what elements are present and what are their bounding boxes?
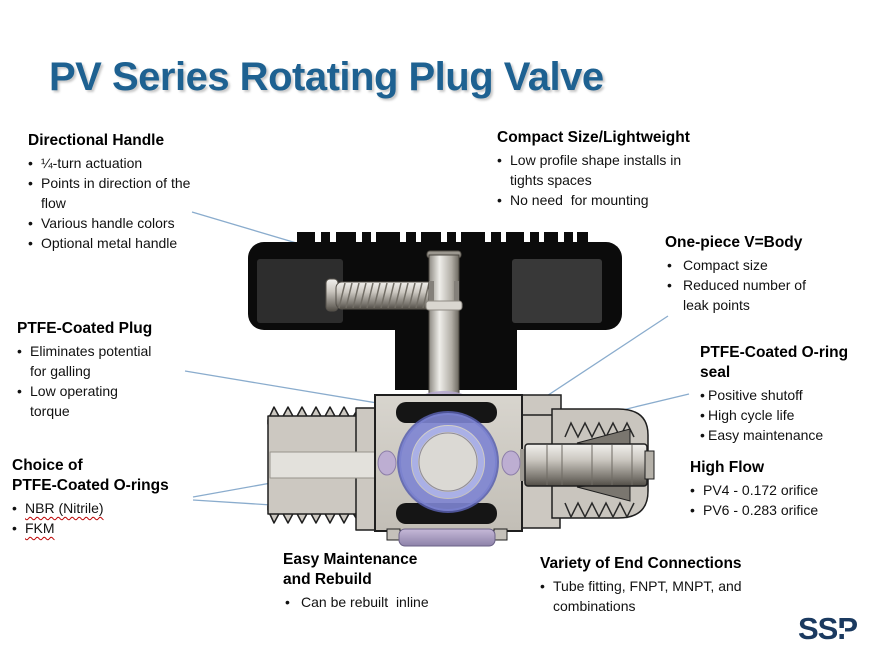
- bullet-marker: •: [17, 383, 22, 399]
- tube-tip: [644, 450, 655, 480]
- bullet-marker: •: [700, 387, 705, 403]
- callout-oring-seal: PTFE-Coated O-ring seal •Positive shutof…: [700, 343, 880, 445]
- nut-threads-bottom: [564, 501, 635, 519]
- callout-end-connections: Variety of End Connections •Tube fitting…: [540, 554, 788, 616]
- bullet-item: •PV4 - 0.172 orifice: [690, 482, 819, 498]
- bullet-marker: •: [690, 482, 695, 498]
- bullet-marker: •: [667, 257, 672, 273]
- bullet-marker: •: [540, 578, 545, 594]
- bullet-marker: •: [690, 502, 695, 518]
- bullet-marker: •: [28, 175, 33, 191]
- bullet-item: •¼-turn actuation: [28, 155, 143, 171]
- bullet-item: •Low profile shape installs in tights sp…: [497, 152, 682, 188]
- leader-line-ptfe-plug: [184, 370, 408, 409]
- bullet-marker: •: [285, 594, 290, 610]
- screw-threads: [338, 282, 430, 309]
- callout-heading: Variety of End Connections: [540, 555, 742, 572]
- callout-heading: Directional Handle: [28, 132, 165, 149]
- handle-panel-right: [512, 259, 602, 323]
- callout-heading: One-piece V=Body: [665, 234, 803, 251]
- callout-directional-handle: Directional Handle •¼-turn actuation •Po…: [28, 131, 246, 253]
- callout-high-flow: High Flow •PV4 - 0.172 orifice •PV6 - 0.…: [690, 458, 883, 520]
- bullet-marker: •: [497, 192, 502, 208]
- bullet-marker: •: [17, 343, 22, 359]
- bullet-item: •No need for mounting: [497, 192, 649, 208]
- bullet-marker: •: [28, 155, 33, 171]
- callout-heading: PTFE-Coated Plug: [17, 320, 153, 337]
- left-npt-fitting: [267, 406, 377, 531]
- bottom-cap: [398, 528, 496, 547]
- callout-heading: Easy Maintenance and Rebuild: [283, 551, 418, 588]
- callout-compact-size: Compact Size/Lightweight •Low profile sh…: [497, 128, 727, 210]
- right-tube-fitting: [520, 408, 655, 519]
- callout-choice-orings: Choice of PTFE-Coated O-rings •NBR (Nitr…: [12, 456, 212, 538]
- cap-tab-right: [493, 528, 508, 541]
- bullet-marker: •: [700, 407, 705, 423]
- callout-heading: Choice of PTFE-Coated O-rings: [12, 457, 169, 494]
- cap-tab-left: [386, 528, 401, 541]
- bullet-marker: •: [28, 235, 33, 251]
- bullet-item: •Can be rebuilt inline: [285, 594, 429, 610]
- callout-heading: PTFE-Coated O-ring seal: [700, 344, 849, 381]
- callout-one-piece-body: One-piece V=Body •Compact size •Reduced …: [665, 233, 870, 315]
- bullet-marker: •: [28, 215, 33, 231]
- bullet-marker: •: [497, 152, 502, 168]
- right-port-seal: [501, 450, 521, 476]
- bullet-item: •High cycle life: [700, 407, 795, 423]
- valve-stem: [423, 250, 465, 403]
- bullet-marker: •: [12, 520, 17, 536]
- callout-easy-maintenance: Easy Maintenance and Rebuild •Can be reb…: [283, 550, 473, 612]
- callout-heading: High Flow: [690, 459, 765, 476]
- bullet-marker: •: [700, 427, 705, 443]
- bullet-item: •Low operating torque: [17, 383, 118, 419]
- ssp-logo-text: SSP: [798, 611, 857, 646]
- tube: [524, 443, 648, 487]
- bullet-item: •Reduced number of leak points: [667, 277, 806, 313]
- bullet-item: •Optional metal handle: [28, 235, 178, 251]
- bullet-item: •Various handle colors: [28, 215, 175, 231]
- blue-o-ring-seal: [397, 411, 499, 513]
- bullet-item: •FKM: [12, 520, 55, 536]
- bullet-item: •PV6 - 0.283 orifice: [690, 502, 819, 518]
- page-title: PV Series Rotating Plug Valve: [49, 55, 604, 99]
- bullet-item: •Positive shutoff: [700, 387, 803, 403]
- ssp-logo: SSP: [798, 611, 858, 646]
- handle-panel-left: [257, 259, 343, 323]
- set-screw: [325, 278, 435, 312]
- bullet-item: •NBR (Nitrile): [12, 500, 104, 516]
- logo-p-stem-gap: [837, 628, 845, 634]
- bullet-item: •Eliminates potential for galling: [17, 343, 152, 379]
- bullet-item: •Easy maintenance: [700, 427, 824, 443]
- bullet-item: •Tube fitting, FNPT, MNPT, and combinati…: [540, 578, 742, 614]
- callout-heading: Compact Size/Lightweight: [497, 129, 690, 146]
- left-port-seal: [377, 450, 397, 476]
- bullet-item: •Compact size: [667, 257, 768, 273]
- bullet-item: •Points in direction of the flow: [28, 175, 191, 211]
- handle-ribs: [297, 232, 588, 245]
- bullet-marker: •: [12, 500, 17, 516]
- callout-ptfe-plug: PTFE-Coated Plug •Eliminates potential f…: [17, 319, 197, 421]
- bullet-marker: •: [667, 277, 672, 293]
- bore-channel: [269, 451, 377, 479]
- bottom-o-ring: [396, 503, 497, 524]
